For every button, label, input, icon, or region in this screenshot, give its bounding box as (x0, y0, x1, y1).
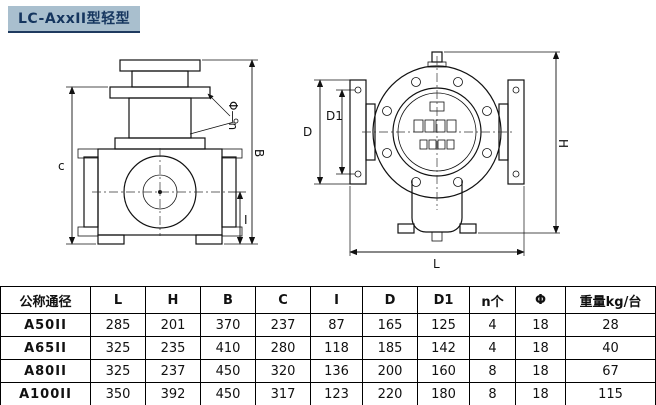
header-I: I (310, 286, 363, 314)
header-phi: Φ (515, 286, 566, 314)
table-cell: 4 (469, 313, 516, 337)
header-H: H (145, 286, 201, 314)
header-n: n个 (469, 286, 516, 314)
body-top-plate (114, 137, 206, 150)
flange-left-tab-bottom (77, 226, 99, 237)
side-foot-left (397, 223, 415, 234)
header-L: L (90, 286, 146, 314)
flange-left-tab-top (77, 148, 99, 159)
table-row: A50II 285 201 370 237 87 165 125 4 18 28 (0, 313, 656, 337)
dimension-label-d1: D1 (326, 109, 343, 123)
table-cell: 18 (515, 359, 566, 383)
table-cell: 237 (145, 359, 201, 383)
table-header-row: 公称通径 L H B C I D D1 n个 Φ 重量kg/台 (0, 286, 656, 314)
side-view: D D1 H L (303, 51, 570, 271)
table-cell: 235 (145, 336, 201, 360)
foot-right (195, 234, 223, 245)
table-cell: A100II (0, 382, 91, 405)
table-cell: 123 (310, 382, 363, 405)
table-cell: 4 (469, 336, 516, 360)
lever (189, 121, 235, 135)
dimension-label-l: L (433, 257, 440, 271)
header-D1: D1 (417, 286, 470, 314)
page-title: LC-AxxII型轻型 (8, 6, 141, 33)
table-cell: 40 (565, 336, 656, 360)
header-weight: 重量kg/台 (565, 286, 656, 314)
table-cell: 320 (255, 359, 311, 383)
table-cell: 370 (200, 313, 256, 337)
counter-cap (119, 59, 201, 72)
counter-windows (413, 101, 457, 150)
flange-hole-right-top (512, 86, 520, 94)
dimension-label-c: c (58, 159, 65, 173)
table-cell: 325 (90, 359, 146, 383)
table-cell: 450 (200, 359, 256, 383)
table-cell: 180 (417, 382, 470, 405)
table-cell: 160 (417, 359, 470, 383)
bolt-callout-label: Φ—n (226, 101, 240, 130)
header-C: C (255, 286, 311, 314)
foot-left (97, 234, 125, 245)
table-cell: 118 (310, 336, 363, 360)
table-cell: 125 (417, 313, 470, 337)
table-cell: 18 (515, 382, 566, 405)
table-cell: A50II (0, 313, 91, 337)
front-view: c B I Φ—n (58, 59, 266, 245)
table-cell: 410 (200, 336, 256, 360)
table-cell: 392 (145, 382, 201, 405)
dimension-label-h: H (556, 139, 570, 148)
table-cell: 280 (255, 336, 311, 360)
dimension-label-i: I (244, 213, 248, 227)
header-D: D (362, 286, 418, 314)
table-cell: 450 (200, 382, 256, 405)
housing-bolts (382, 77, 492, 187)
table-cell: 142 (417, 336, 470, 360)
table-row: A65II 325 235 410 280 118 185 142 4 18 4… (0, 336, 656, 360)
table-cell: 325 (90, 336, 146, 360)
dimension-label-b: B (252, 149, 266, 157)
table-cell: 87 (310, 313, 363, 337)
dimension-label-d: D (303, 125, 312, 139)
bolt-callout-leader (207, 93, 231, 117)
table-cell: 317 (255, 382, 311, 405)
table-cell: 18 (515, 313, 566, 337)
table-cell: 237 (255, 313, 311, 337)
side-foot-right (459, 223, 477, 234)
table-row: A100II 350 392 450 317 123 220 180 8 18 … (0, 382, 656, 405)
table-cell: 115 (565, 382, 656, 405)
flange-hole-left-top (354, 86, 362, 94)
drain-plug (431, 231, 443, 242)
spec-table: 公称通径 L H B C I D D1 n个 Φ 重量kg/台 A50II 28… (0, 286, 656, 405)
table-cell: 136 (310, 359, 363, 383)
header-nominal-diameter: 公称通径 (0, 286, 91, 314)
counter-neck (131, 70, 189, 88)
table-cell: 28 (565, 313, 656, 337)
flange-hole-right-bottom (512, 170, 520, 178)
technical-drawing: c B I Φ—n (58, 51, 570, 271)
table-cell: 67 (565, 359, 656, 383)
table-cell: 8 (469, 382, 516, 405)
table-row: A80II 325 237 450 320 136 200 160 8 18 6… (0, 359, 656, 383)
table-cell: A65II (0, 336, 91, 360)
flange-hole-left-bottom (354, 170, 362, 178)
lever-tip (233, 118, 239, 124)
table-cell: 350 (90, 382, 146, 405)
table-cell: 200 (362, 359, 418, 383)
table-cell: 285 (90, 313, 146, 337)
column (128, 97, 192, 139)
top-flange-plate (109, 86, 211, 99)
table-cell: 220 (362, 382, 418, 405)
flange-right-tab-top (221, 148, 243, 159)
table-cell: 201 (145, 313, 201, 337)
table-cell: 18 (515, 336, 566, 360)
table-cell: 8 (469, 359, 516, 383)
table-cell: A80II (0, 359, 91, 383)
table-cell: 165 (362, 313, 418, 337)
header-B: B (200, 286, 256, 314)
table-cell: 185 (362, 336, 418, 360)
flange-right-tab-bottom (221, 226, 243, 237)
